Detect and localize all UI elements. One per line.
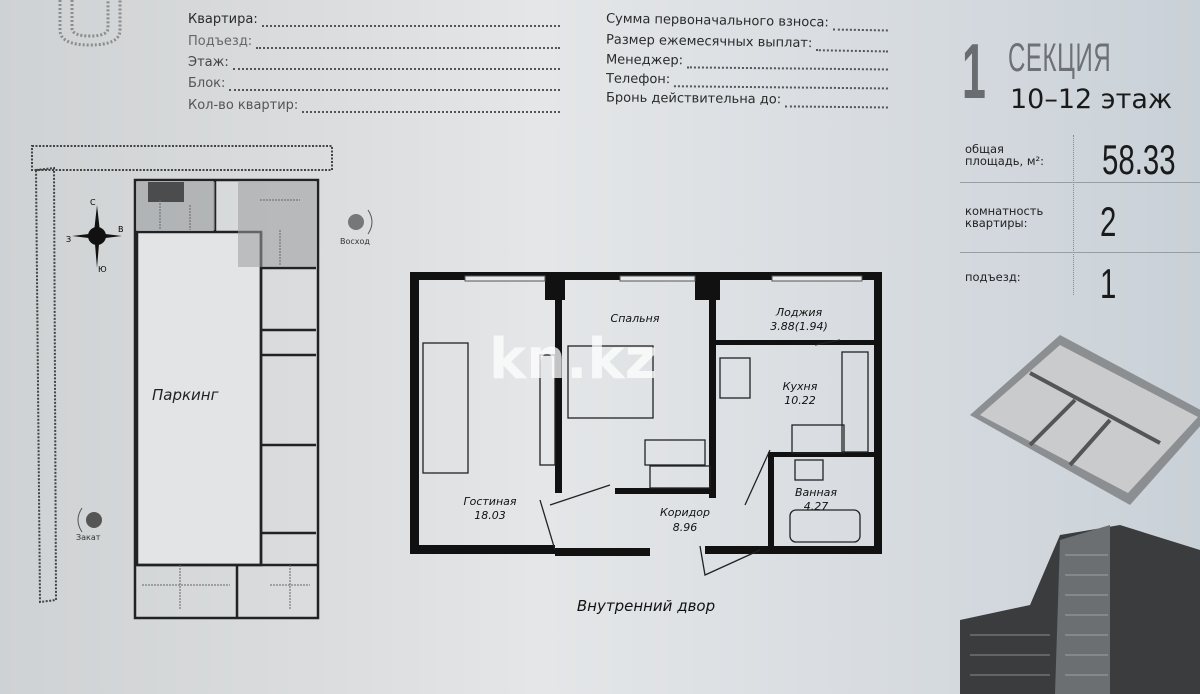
room-area-bathroom: 4.27 — [804, 500, 829, 513]
courtyard-label: Внутренний двор — [577, 597, 715, 615]
divider — [960, 182, 1200, 183]
spec-label-entrance: подъезд: — [965, 270, 1021, 284]
field-apartment-count[interactable]: Кол-во квартир: — [188, 98, 560, 113]
sunrise-label: Восход — [340, 237, 370, 246]
sunrise-icon — [348, 214, 364, 230]
apartment-3d-render — [960, 335, 1200, 694]
field-label: Этаж: — [188, 55, 229, 70]
field-apartment[interactable]: Квартира: — [188, 12, 560, 27]
watermark: kn.kz — [489, 327, 657, 392]
residential-block — [133, 178, 320, 620]
field-label: Кол-во квартир: — [188, 98, 299, 113]
svg-text:З: З — [66, 235, 71, 244]
room-label-bathroom: Ванная — [795, 486, 837, 499]
sink-icon — [794, 459, 824, 481]
svg-text:Ю: Ю — [98, 265, 107, 274]
divider — [960, 252, 1200, 253]
section-number: 1 — [962, 27, 986, 115]
room-label-loggia: Лоджия — [775, 306, 823, 319]
field-label: Блок: — [188, 76, 226, 91]
sofa-icon — [422, 342, 469, 474]
svg-text:С: С — [90, 198, 96, 207]
spec-value-entrance: 1 — [1100, 260, 1117, 307]
sunset-icon — [86, 512, 102, 528]
room-area-loggia: 3.88(1.94) — [770, 320, 828, 333]
highlighted-apartment — [148, 182, 184, 202]
kitchen-counter-icon — [841, 351, 869, 453]
sunset-label: Закат — [76, 533, 101, 542]
bathtub-icon — [789, 509, 861, 543]
field-floor[interactable]: Этаж: — [188, 55, 560, 70]
street-left — [34, 166, 58, 604]
room-label-bedroom: Спальня — [611, 312, 660, 325]
developer-logo — [58, 0, 122, 47]
field-block[interactable]: Блок: — [188, 76, 560, 91]
room-area-kitchen: 10.22 — [784, 394, 816, 407]
compass-icon: С Ю З В — [66, 198, 124, 274]
apartment-floor-plan: kn.kz Спальня Лоджия 3.88(1.94) Кухня 10… — [410, 272, 882, 615]
svg-text:В: В — [118, 225, 124, 234]
spec-label-area: общая площадь, м²: — [965, 142, 1044, 168]
bed-icon — [567, 345, 654, 419]
field-label: Подъезд: — [188, 34, 253, 49]
room-label-living: Гостиная — [463, 495, 516, 508]
spec-label-rooms: комнатность квартиры: — [965, 204, 1044, 230]
floor-range: 10–12 этаж — [1010, 84, 1173, 115]
spec-value-rooms: 2 — [1100, 198, 1117, 245]
room-label-corridor: Коридор — [660, 506, 710, 519]
parking-label: Паркинг — [152, 386, 219, 404]
site-plan: С Ю З В Паркинг Восход Закат — [31, 145, 373, 620]
building-photo — [960, 525, 1200, 694]
wardrobe-icon — [644, 439, 706, 466]
spec-value-area: 58.33 — [1102, 136, 1176, 183]
field-entrance[interactable]: Подъезд: — [188, 34, 560, 49]
room-label-kitchen: Кухня — [783, 380, 818, 393]
field-label: Квартира: — [188, 12, 258, 27]
stove-icon — [791, 424, 845, 454]
section-label: СЕКЦИЯ — [1008, 36, 1112, 80]
specs-divider — [1073, 135, 1074, 295]
street-top — [31, 145, 333, 171]
room-area-living: 18.03 — [474, 509, 506, 522]
room-area-corridor: 8.96 — [673, 521, 698, 534]
dining-table-icon — [719, 357, 751, 399]
